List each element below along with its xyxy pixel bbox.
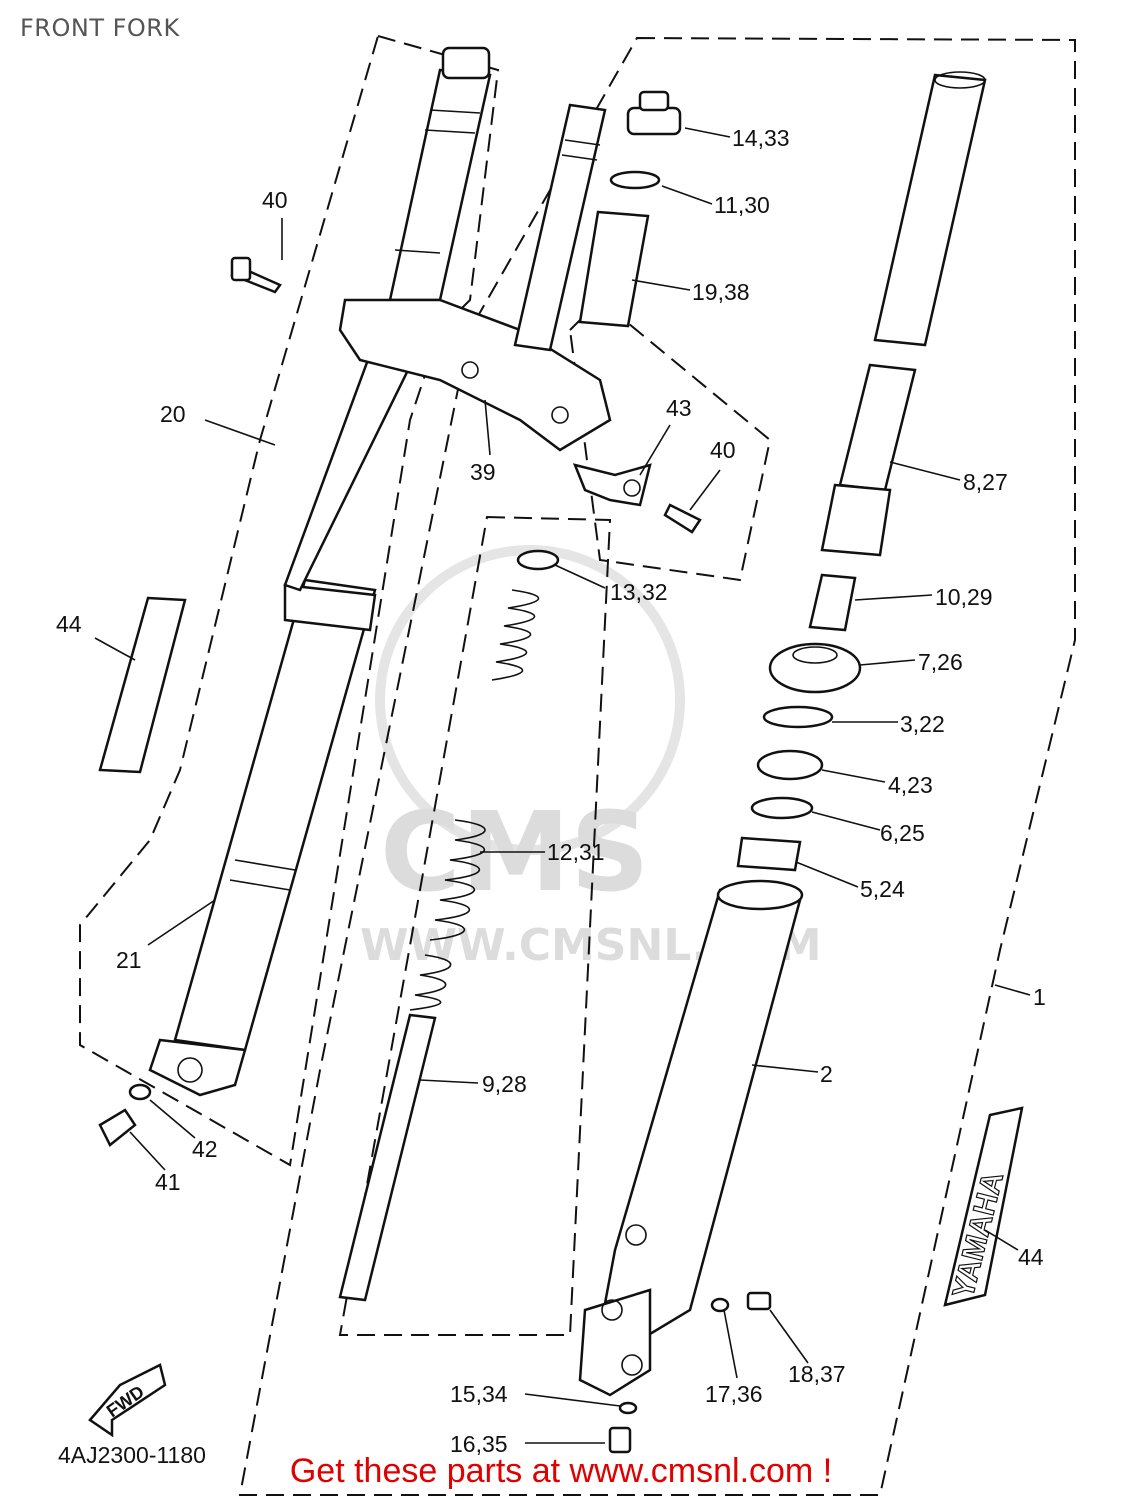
washer-17-36	[710, 1297, 730, 1313]
callout-label: 40	[262, 187, 288, 213]
callout-label: 15,34	[450, 1381, 508, 1407]
callout-label: 44	[56, 611, 82, 637]
callout-label: 43	[666, 395, 692, 421]
o-ring-11-30	[609, 170, 661, 190]
spacer-13-32	[516, 549, 560, 571]
callout-label: 19,38	[692, 279, 750, 305]
damper-rod-9-28	[338, 1013, 437, 1302]
outer-tube-2	[578, 879, 804, 1397]
clip-3-22	[762, 705, 834, 729]
callout-label: 10,29	[935, 584, 993, 610]
spacer-19-38	[578, 210, 650, 328]
callout-label: 41	[155, 1169, 181, 1195]
holder-43	[572, 463, 652, 507]
callout-label: 7,26	[918, 649, 963, 675]
callout-label: 21	[116, 947, 142, 973]
rebound-spring-12-31	[409, 819, 486, 1011]
callout-label: 9,28	[482, 1071, 527, 1097]
callout-label: 3,22	[900, 711, 945, 737]
fork-spring-upper	[491, 589, 540, 681]
callout-labels: 14,33 11,30 19,38 40 20 43 40 39 8,27 13…	[56, 125, 1046, 1457]
bolt-40-right	[663, 503, 702, 534]
seat-10-29	[808, 573, 857, 632]
callout-label: 1	[1033, 984, 1046, 1010]
inner-damper-group-boundary	[338, 515, 612, 1336]
callout-label: 4,23	[888, 772, 933, 798]
washer-15-34	[618, 1401, 638, 1415]
left-outer-tube-21	[148, 578, 377, 1097]
leader-lines	[94, 127, 1031, 1444]
callout-label: 20	[160, 401, 186, 427]
washer-6-25	[750, 796, 814, 820]
decal-44-left	[98, 596, 187, 774]
outer-tube-1	[873, 71, 987, 347]
callout-label: 44	[1018, 1244, 1044, 1270]
callout-label: 16,35	[450, 1431, 508, 1457]
left-inner-tube-20	[388, 46, 492, 302]
right-fork-group-boundary	[238, 36, 1076, 1496]
callout-label: 12,31	[547, 839, 605, 865]
cap-bolt-14-33	[626, 90, 682, 136]
bolt-41	[98, 1108, 137, 1147]
callout-label: 40	[710, 437, 736, 463]
under-bracket-39	[338, 298, 612, 452]
washer-42	[128, 1083, 152, 1101]
holder-group-boundary	[568, 298, 772, 582]
left-fork-group-boundary	[79, 34, 500, 1167]
page-title: FRONT FORK	[20, 14, 180, 42]
oil-seal-4-23	[756, 749, 824, 781]
fork-piston-8-27	[820, 363, 917, 557]
bolt-40-left	[230, 256, 282, 294]
callout-label: 14,33	[732, 125, 790, 151]
fwd-arrow-icon: FWD	[88, 1363, 167, 1438]
callout-label: 8,27	[963, 469, 1008, 495]
callout-label: 13,32	[610, 579, 668, 605]
callout-label: 11,30	[714, 192, 770, 218]
bolt-18-37	[746, 1291, 772, 1311]
decal-44-right: YAMAHA	[943, 1106, 1024, 1307]
callout-label: 18,37	[788, 1361, 846, 1387]
callout-label: 6,25	[880, 820, 925, 846]
callout-label: 39	[470, 459, 496, 485]
callout-label: 2	[820, 1061, 833, 1087]
callout-label: 5,24	[860, 876, 905, 902]
drawing-number: 4AJ2300-1180	[58, 1442, 206, 1468]
callout-label: 17,36	[705, 1381, 763, 1407]
yamaha-decal-text: YAMAHA	[947, 1169, 1010, 1302]
callout-label: 42	[192, 1136, 218, 1162]
slide-metal-5-24	[736, 836, 802, 872]
oil-lock-7-26	[768, 642, 862, 694]
bolt-16-35	[608, 1426, 632, 1454]
center-inner-tube	[513, 103, 607, 352]
footer-link-text[interactable]: Get these parts at www.cmsnl.com !	[289, 1452, 833, 1490]
